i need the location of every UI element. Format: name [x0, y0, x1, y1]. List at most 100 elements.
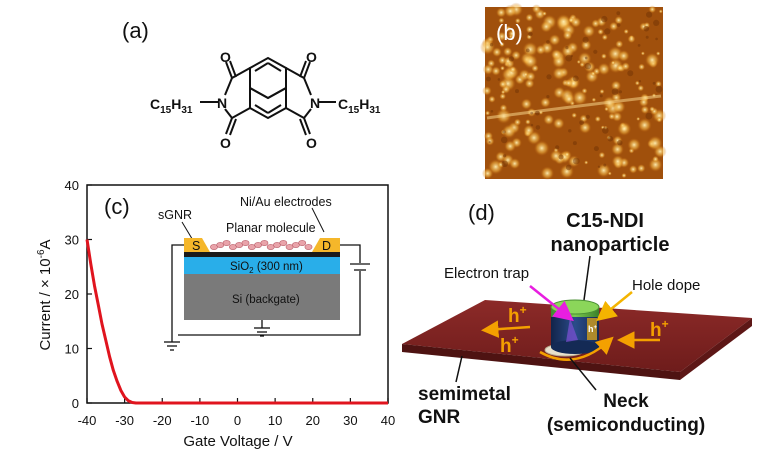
stm-shadow — [646, 11, 653, 18]
hole-label-lower: h+ — [500, 333, 519, 357]
stm-speck — [640, 51, 646, 56]
x-tick-label: -30 — [115, 413, 134, 428]
stm-shadow — [602, 127, 609, 134]
trapped-electron-wedge — [566, 318, 578, 342]
gnr-label-line1: semimetal — [418, 384, 511, 405]
hole-dope-arrow — [596, 291, 633, 322]
stm-speck — [616, 64, 624, 72]
stm-speck — [652, 155, 659, 163]
stm-shadow — [637, 44, 641, 47]
stm-shadow — [546, 40, 550, 44]
stm-shadow — [546, 74, 552, 80]
neck-label-line2: (semiconducting) — [547, 415, 705, 436]
stm-shadow — [535, 110, 540, 116]
stm-shadow — [616, 11, 621, 16]
stm-speck — [525, 13, 534, 22]
stm-shadow — [611, 88, 619, 95]
molecule-dot — [298, 240, 307, 246]
stm-speck — [505, 25, 512, 32]
stm-speck — [578, 121, 592, 134]
stm-speck — [655, 51, 661, 56]
stm-speck — [540, 20, 553, 33]
stm-texture — [479, 2, 667, 181]
y-tick-label: 40 — [65, 178, 79, 193]
stm-speck — [637, 84, 645, 92]
particle-hole-label: h+ — [588, 324, 598, 334]
stm-speck — [611, 155, 625, 168]
stm-shadow — [645, 35, 649, 39]
stm-shadow — [515, 89, 519, 94]
stm-shadow — [593, 49, 598, 54]
stm-speck — [617, 121, 632, 136]
stm-speck — [540, 166, 555, 181]
stm-speck — [542, 11, 547, 16]
stm-speck — [543, 114, 555, 126]
stm-speck — [627, 34, 636, 44]
stm-speck — [637, 117, 652, 133]
stm-shadow — [528, 31, 533, 37]
stm-shadow — [572, 141, 577, 146]
stm-shadow — [599, 94, 603, 98]
stm-shadow — [503, 154, 507, 158]
stm-shadow — [568, 129, 572, 133]
stm-speck — [598, 151, 606, 159]
stm-speck — [648, 5, 657, 14]
stm-speck — [552, 117, 565, 130]
stm-speck — [601, 34, 608, 41]
stm-speck — [627, 138, 641, 152]
stm-speck — [502, 46, 513, 57]
stm-speck — [482, 86, 492, 96]
stm-shadow — [603, 163, 607, 167]
stm-speck — [628, 164, 638, 174]
stm-speck — [513, 118, 522, 126]
stm-shadow — [486, 76, 491, 82]
stm-speck — [623, 28, 629, 35]
stm-shadow — [645, 112, 653, 120]
stm-shadow — [582, 36, 589, 43]
series-line — [85, 239, 388, 405]
stm-shadow — [627, 70, 634, 77]
stm-shadow — [555, 145, 560, 150]
y-tick-label: 20 — [65, 287, 79, 302]
stm-speck — [533, 140, 550, 157]
stm-shadow — [655, 37, 658, 41]
stm-speck — [577, 51, 592, 66]
panel-d-label: (d) — [468, 200, 495, 225]
stm-speck — [503, 4, 517, 18]
stm-shadow — [618, 90, 623, 94]
stm-speck — [656, 116, 663, 123]
stm-shadow — [579, 120, 584, 125]
sgnr-label: sGNR — [158, 208, 192, 222]
stm-shadow — [616, 23, 621, 27]
stm-speck — [550, 49, 562, 60]
gnr-ribbon-side — [680, 318, 752, 380]
stm-shadow — [597, 165, 601, 168]
stm-speck — [597, 62, 611, 76]
panel-b: (b) — [479, 2, 667, 181]
stm-speck — [485, 110, 491, 116]
stm-speck — [496, 7, 507, 18]
stm-speck — [614, 15, 624, 25]
stm-shadow — [565, 46, 569, 50]
si-backgate-layer — [184, 274, 340, 320]
stm-speck — [561, 44, 575, 58]
stm-speck — [479, 39, 496, 55]
atom-o-bottom-left: O — [220, 135, 231, 151]
stm-speck — [648, 157, 663, 172]
source-electrode — [184, 238, 210, 252]
stm-speck — [579, 114, 588, 123]
stm-speck — [523, 72, 528, 77]
stm-shadow — [585, 114, 590, 119]
stm-shadow — [501, 160, 508, 167]
atom-o-top-left: O — [220, 49, 231, 65]
electrode-leader — [311, 207, 325, 233]
electrodes-label: Ni/Au electrodes — [240, 195, 332, 209]
stm-speck — [522, 53, 538, 69]
stm-shadow — [497, 78, 501, 81]
x-tick-label: 40 — [381, 413, 395, 428]
stm-shadow — [584, 62, 592, 70]
atom-n-right: N — [310, 95, 320, 111]
